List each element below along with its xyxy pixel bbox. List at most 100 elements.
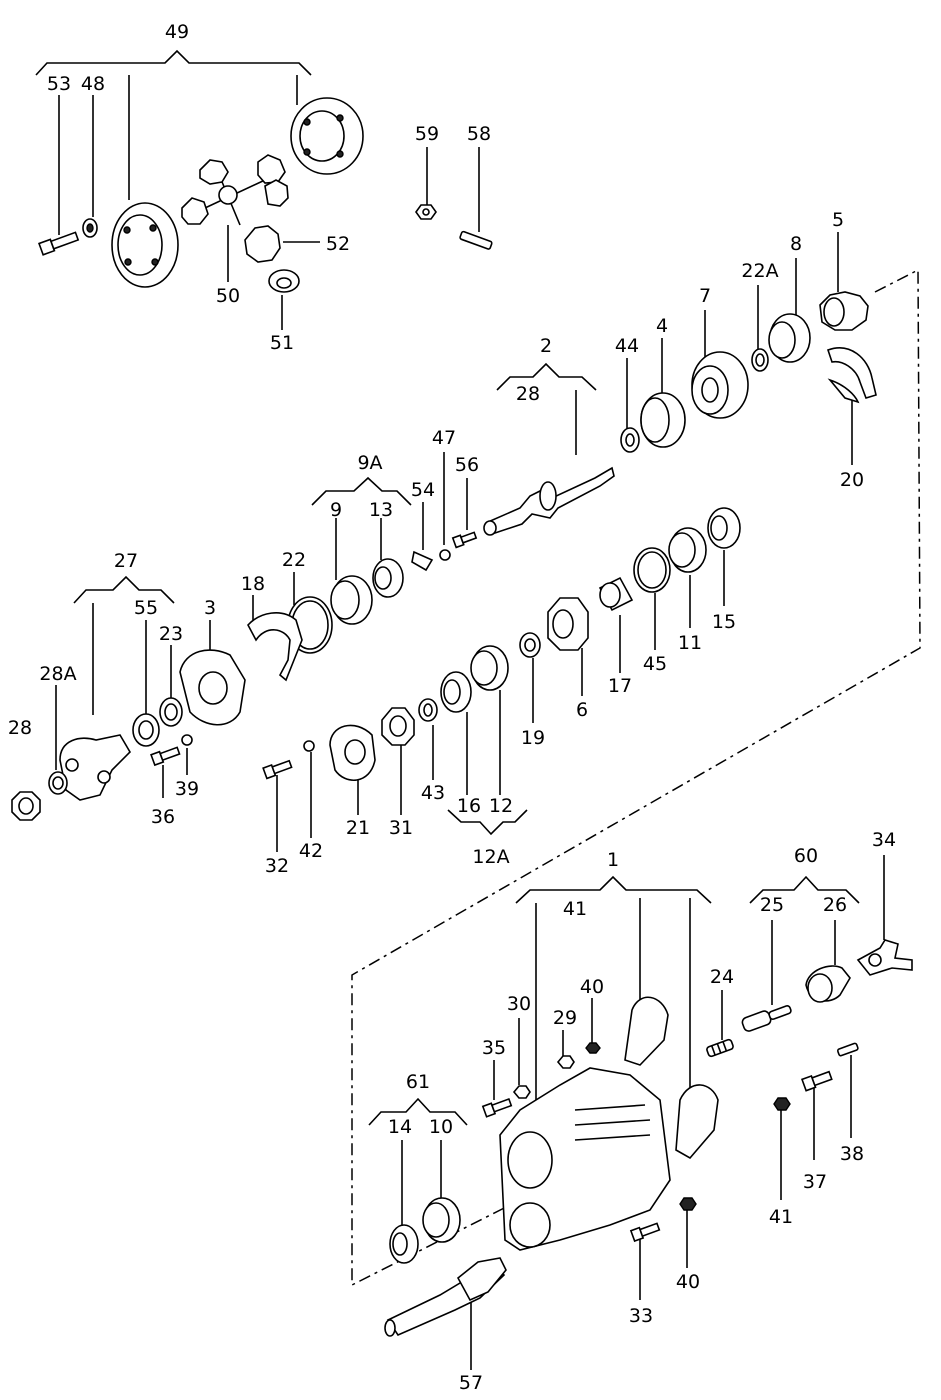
label-40-top: 40 [580, 976, 604, 998]
label-60: 60 [794, 845, 818, 867]
label-13: 13 [369, 499, 393, 521]
leader-lines [35, 49, 885, 1370]
label-49: 49 [165, 21, 189, 43]
label-44: 44 [615, 335, 639, 357]
bolt-35 [481, 1097, 513, 1118]
nut-30 [512, 1085, 531, 1099]
label-28a: 28A [39, 663, 76, 685]
label-22a: 22A [741, 260, 778, 282]
bolt-53 [38, 231, 80, 256]
bearing-16 [440, 671, 472, 713]
nut-41 [773, 1097, 791, 1111]
label-33: 33 [629, 1305, 653, 1327]
label-21: 21 [346, 817, 370, 839]
label-41-top: 41 [563, 898, 587, 920]
label-54: 54 [411, 479, 435, 501]
ring-45 [633, 547, 671, 593]
label-1: 1 [607, 849, 619, 871]
cup-11 [668, 527, 707, 573]
cup-12 [470, 645, 509, 691]
label-5: 5 [832, 209, 844, 231]
label-55: 55 [134, 597, 158, 619]
label-23: 23 [159, 623, 183, 645]
cover-half-bottom [675, 1084, 719, 1160]
label-58: 58 [467, 123, 491, 145]
label-36: 36 [151, 806, 175, 828]
label-18: 18 [241, 573, 265, 595]
label-41-bottom: 41 [769, 1206, 793, 1228]
gear-4 [640, 392, 686, 448]
label-17: 17 [608, 675, 632, 697]
label-56: 56 [455, 454, 479, 476]
label-53: 53 [47, 73, 71, 95]
gear-52 [244, 225, 281, 263]
sleeve-8 [768, 313, 811, 363]
label-51: 51 [270, 332, 294, 354]
label-26: 26 [823, 894, 847, 916]
spider-50 [181, 154, 289, 226]
label-7: 7 [699, 285, 711, 307]
nut-40-bottom [679, 1197, 697, 1211]
bolt-33 [629, 1222, 661, 1243]
bolt-56 [451, 531, 478, 549]
label-27: 27 [114, 550, 138, 572]
flange-yoke [59, 734, 132, 801]
label-57: 57 [459, 1372, 483, 1394]
bolt-36 [150, 746, 181, 767]
gear-5 [819, 291, 869, 331]
bearing-15 [707, 507, 741, 549]
pinion-shaft-57 [384, 1257, 507, 1337]
assembly-outline [351, 268, 921, 1287]
label-45: 45 [643, 653, 667, 675]
label-2: 2 [540, 335, 552, 357]
label-20: 20 [840, 469, 864, 491]
label-61: 61 [406, 1071, 430, 1093]
label-4: 4 [656, 315, 668, 337]
case-half-right [290, 97, 364, 175]
spring-24 [706, 1038, 734, 1058]
label-52: 52 [326, 233, 350, 255]
fork-20 [826, 347, 877, 399]
bearing-14 [389, 1224, 419, 1264]
label-25: 25 [760, 894, 784, 916]
stud-58 [459, 230, 493, 250]
label-50: 50 [216, 285, 240, 307]
label-11: 11 [678, 632, 702, 654]
cover-3 [179, 649, 246, 726]
label-43: 43 [421, 782, 445, 804]
nut-29 [556, 1055, 575, 1069]
label-15: 15 [712, 611, 736, 633]
dowel-38 [836, 1042, 859, 1057]
label-32: 32 [265, 855, 289, 877]
pin-25 [741, 1005, 792, 1032]
label-28-left: 28 [8, 717, 32, 739]
label-37: 37 [803, 1171, 827, 1193]
label-42: 42 [299, 840, 323, 862]
label-19: 19 [521, 727, 545, 749]
label-12a: 12A [472, 846, 509, 868]
cover-half-top [624, 996, 669, 1066]
label-22: 22 [282, 549, 306, 571]
label-35: 35 [482, 1037, 506, 1059]
main-shaft-2 [483, 466, 615, 536]
fitting-34 [856, 939, 913, 976]
label-38: 38 [840, 1143, 864, 1165]
label-39: 39 [175, 778, 199, 800]
label-3: 3 [204, 597, 216, 619]
label-16: 16 [457, 795, 481, 817]
label-28-top: 28 [516, 383, 540, 405]
label-34: 34 [872, 829, 896, 851]
callout-labels: 49 53 48 50 52 51 59 58 2 28 44 4 7 22A … [8, 21, 896, 1394]
washer-39 [181, 734, 193, 746]
differential-group [38, 97, 364, 293]
washer-47 [439, 549, 451, 561]
label-9a: 9A [357, 452, 382, 474]
bolt-32 [262, 759, 293, 780]
gear-6 [547, 597, 589, 651]
label-47: 47 [432, 427, 456, 449]
spacer-17 [598, 576, 634, 612]
label-30: 30 [507, 993, 531, 1015]
label-29: 29 [553, 1007, 577, 1029]
